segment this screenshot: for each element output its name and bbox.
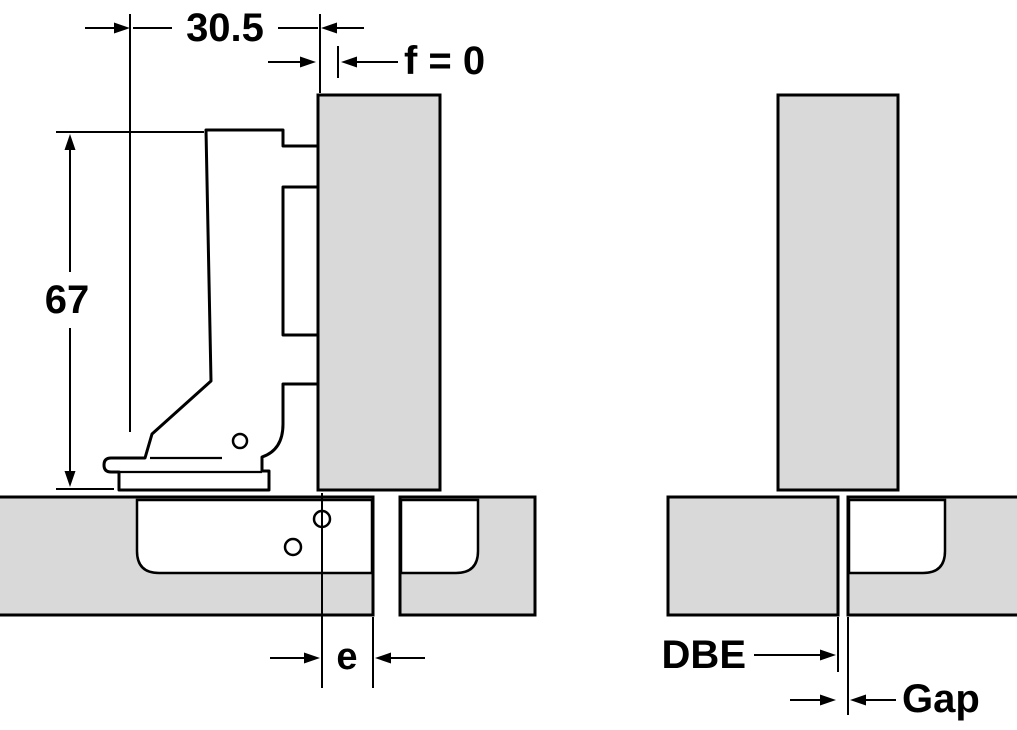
cabinet-panel-right-view-a	[666, 495, 840, 617]
dim-67-arrow-top	[64, 134, 76, 150]
hinge-screw-hole	[231, 432, 249, 450]
dim-e-label: e	[336, 636, 357, 678]
dim-f0-arrow-right	[341, 56, 357, 68]
panel-recess-cutout-right-view	[847, 498, 947, 575]
hinge-body	[102, 128, 320, 492]
door-panel-right-view	[776, 93, 900, 492]
dim-30-5-arrow-left	[114, 22, 130, 34]
dim-gap-label: Gap	[902, 677, 980, 721]
dim-dbe-arrow	[820, 649, 836, 661]
cup-hole-lower	[283, 537, 303, 557]
dim-gap-arrow-left	[820, 694, 836, 706]
dim-e-arrow-right	[375, 652, 391, 664]
dim-gap-arrow-right	[850, 694, 866, 706]
panel-recess-cutout-left-view	[399, 498, 480, 575]
door-panel-left-view	[316, 93, 442, 492]
dim-e-arrow-left	[304, 652, 320, 664]
dim-67-label: 67	[45, 278, 90, 322]
dim-f0-arrow-left	[300, 56, 316, 68]
dim-67-arrow-bottom	[64, 471, 76, 487]
dim-30-5-label: 30.5	[186, 6, 264, 50]
hinge-recess-cutout-left-view	[135, 498, 374, 575]
dim-f0-label: f = 0	[404, 39, 485, 83]
dim-dbe-label: DBE	[662, 633, 746, 677]
dim-30-5-arrow-right	[321, 22, 337, 34]
